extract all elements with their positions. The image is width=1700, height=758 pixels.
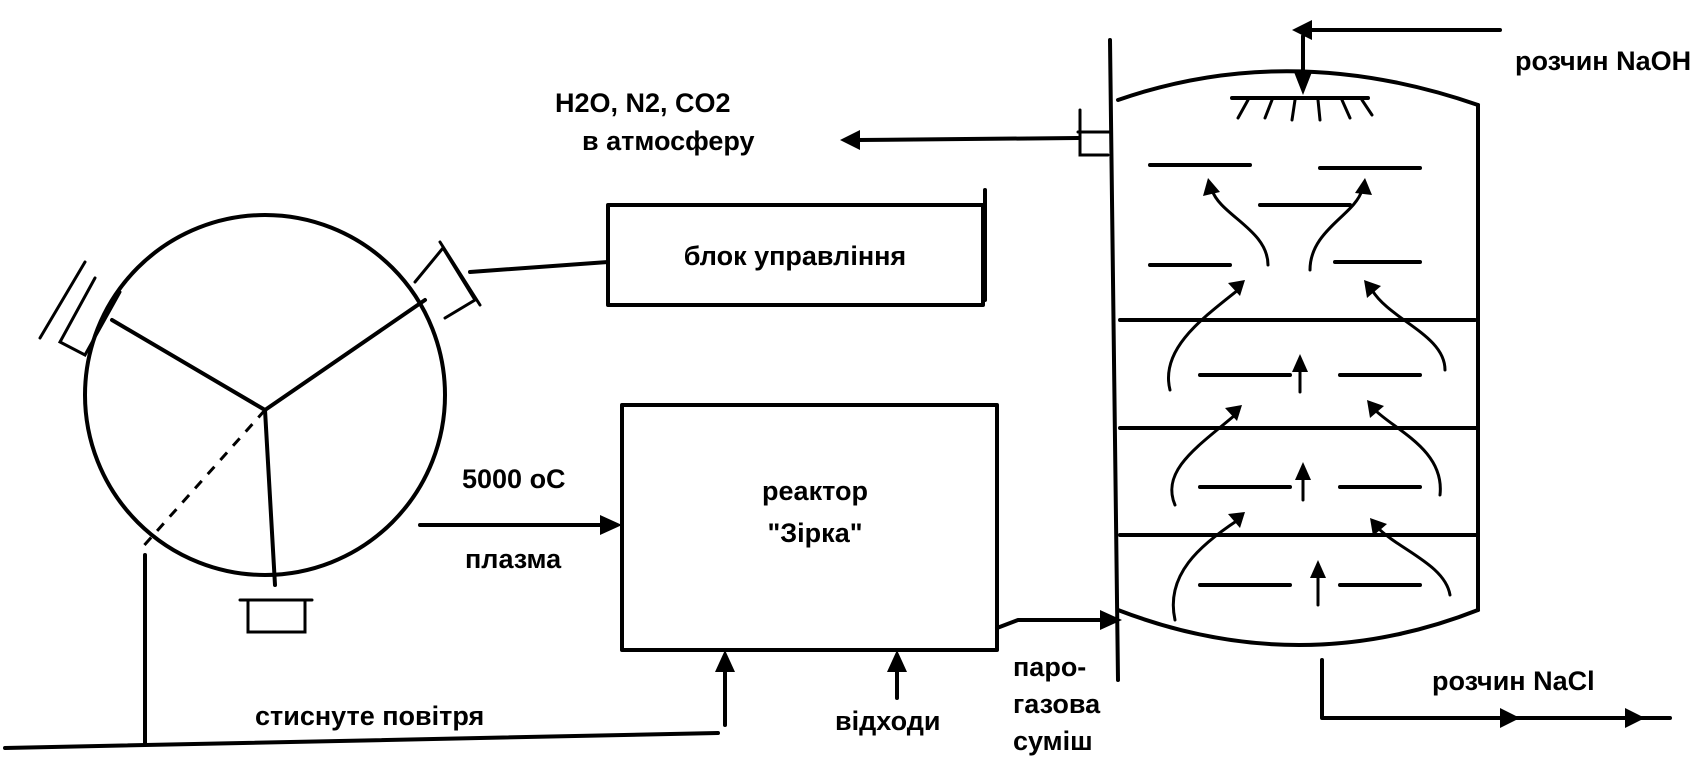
naoh-inlet-arrowhead — [1294, 72, 1312, 95]
vapor-gas-flow: паро- газова суміш — [995, 610, 1122, 756]
nacl-output: розчин NaCl — [1320, 658, 1672, 728]
spray-jet — [1290, 98, 1297, 122]
nacl-pipe — [1320, 658, 1672, 720]
torch-bottom-nozzle — [246, 598, 307, 634]
nacl-arrowhead-2 — [1625, 708, 1645, 728]
torch-left-nozzle-cap — [38, 260, 87, 340]
vapor-gas-label-line3: суміш — [1013, 726, 1093, 756]
gas-flow-arrowhead — [1364, 280, 1381, 298]
gas-flow-arrowhead — [1370, 518, 1387, 536]
gas-flow-arrow — [1170, 413, 1237, 507]
spray-jet — [1340, 98, 1352, 120]
control-unit-wire — [468, 260, 610, 274]
exhaust-arrowhead — [840, 130, 860, 150]
spray-jet — [1236, 98, 1250, 120]
spray-jet — [1316, 98, 1322, 122]
gas-flow-arrowhead — [1228, 512, 1245, 528]
vapor-gas-label-line2: газова — [1013, 689, 1101, 719]
temperature-label: 5000 оС — [462, 464, 566, 494]
gas-flow-arrow — [1308, 188, 1364, 272]
to-atmosphere-label: в атмосферу — [582, 126, 755, 156]
torch-electrode-3 — [263, 408, 277, 587]
compressed-air-arrowhead — [715, 650, 735, 672]
naoh-pipe — [1301, 28, 1502, 90]
plasma-label: плазма — [465, 544, 562, 574]
exhaust-gases-label: Н2О, N2, CO2 — [555, 88, 731, 118]
torch-electrode-1 — [110, 318, 267, 412]
reactor-label-line1: реактор — [762, 476, 868, 506]
plasma-arrowhead — [600, 515, 622, 535]
gas-flow-arrow — [1210, 188, 1270, 267]
torch-right-nozzle-cap — [438, 240, 482, 307]
torch-left-nozzle — [57, 276, 122, 358]
vapor-gas-line — [995, 618, 1107, 630]
compressed-air-main-line — [3, 731, 720, 750]
gas-flow-arrowhead — [1310, 560, 1326, 578]
naoh-inlet: розчин NaOH — [1292, 20, 1691, 95]
compressed-air-label: стиснуте повітря — [255, 701, 484, 731]
spray-jet — [1360, 98, 1374, 117]
plasma-torch-body — [83, 213, 447, 577]
gas-flow-arrowhead — [1228, 280, 1245, 296]
gas-flow-arrow — [1167, 288, 1240, 392]
spray-jet — [1263, 98, 1274, 120]
nacl-label: розчин NaCl — [1432, 666, 1595, 696]
reactor: реактор "Зірка" — [620, 403, 999, 652]
plasma-flow: 5000 оС плазма — [418, 464, 622, 574]
torch-electrode-dashed — [138, 409, 267, 551]
torch-electrode-2 — [263, 298, 427, 412]
column-bottom-dome — [1116, 608, 1480, 647]
gas-flow-arrowhead — [1225, 405, 1242, 421]
waste-label: відходи — [835, 706, 940, 736]
vapor-gas-arrowhead — [1100, 610, 1122, 630]
reactor-box — [620, 403, 999, 652]
plasma-torch — [38, 213, 482, 634]
column-left-wall — [1108, 38, 1120, 682]
waste-input: відходи — [835, 650, 940, 736]
exhaust-nozzle — [1078, 108, 1110, 157]
scrubber-column — [1076, 38, 1480, 682]
waste-arrowhead — [887, 650, 907, 672]
control-unit-label: блок управління — [684, 241, 906, 271]
gas-flow-arrow — [1370, 288, 1447, 372]
naoh-pipe-arrowhead — [1292, 20, 1312, 40]
control-unit: блок управління — [468, 188, 987, 307]
gas-flow-arrow — [1376, 526, 1452, 597]
reactor-label-line2: "Зірка" — [767, 518, 862, 548]
naoh-label: розчин NaOH — [1515, 46, 1691, 76]
gas-flow-arrowhead — [1355, 178, 1372, 195]
gas-flow-arrow — [1171, 518, 1240, 622]
nacl-arrowhead-1 — [1500, 708, 1520, 728]
compressed-air-flow: стиснуте повітря — [3, 553, 735, 750]
exhaust-output: Н2О, N2, CO2 в атмосферу — [555, 88, 1080, 156]
gas-flow-arrowhead — [1295, 462, 1311, 480]
column-top-dome — [1116, 69, 1480, 107]
vapor-gas-label-line1: паро- — [1013, 652, 1086, 682]
gas-flow-arrowhead — [1292, 354, 1308, 372]
gas-flow-arrow — [1373, 408, 1442, 497]
gas-flow-arrowhead — [1203, 178, 1220, 196]
exhaust-line — [856, 136, 1080, 142]
gas-flow-arrowhead — [1367, 400, 1384, 418]
